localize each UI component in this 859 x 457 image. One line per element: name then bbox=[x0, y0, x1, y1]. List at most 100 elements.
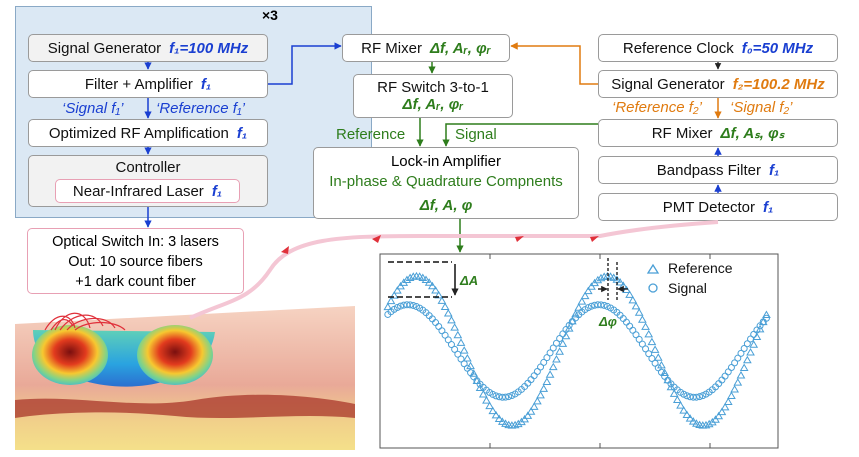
signal-point bbox=[502, 393, 510, 401]
reference-point bbox=[762, 310, 771, 319]
reference-point bbox=[615, 277, 625, 286]
reference-point bbox=[485, 401, 495, 410]
reference-point bbox=[558, 339, 568, 347]
rf-mixer-ref-label: RF Mixer bbox=[361, 39, 422, 57]
rf-switch-label: RF Switch 3-to-1 bbox=[377, 79, 489, 96]
reference-point bbox=[450, 323, 460, 331]
delta-a-label: ΔA bbox=[459, 273, 478, 288]
signal-point bbox=[584, 304, 592, 312]
reference-point bbox=[526, 407, 536, 415]
signal-point bbox=[543, 354, 551, 362]
reference-point bbox=[599, 272, 609, 280]
reference-point bbox=[548, 362, 558, 371]
signal-point bbox=[393, 303, 401, 311]
optimized-rf-amplification: Optimized RF Amplification f₁ bbox=[28, 119, 268, 147]
legend-reference-label: Reference bbox=[668, 260, 733, 276]
reference-clock: Reference Clock f₀=50 MHz bbox=[598, 34, 838, 62]
reference-point bbox=[555, 347, 565, 355]
reference-point bbox=[679, 406, 689, 414]
filter-amplifier-label: Filter + Amplifier bbox=[84, 75, 193, 93]
signal-generator-f2: Signal Generator f₂=100.2 MHz bbox=[598, 70, 838, 98]
signal-point bbox=[457, 355, 465, 363]
signal-point bbox=[537, 363, 545, 371]
blood-vessel bbox=[15, 394, 355, 418]
signal-point bbox=[635, 335, 643, 343]
signal-point bbox=[683, 392, 691, 400]
reference-point bbox=[437, 296, 447, 304]
reference-point bbox=[396, 281, 405, 290]
tissue-illustration bbox=[15, 306, 355, 450]
reference-point bbox=[720, 402, 730, 411]
signal-generator-f2-label: Signal Generator bbox=[611, 75, 725, 93]
signal-point bbox=[747, 335, 755, 343]
reference-point bbox=[488, 406, 498, 415]
signal-point bbox=[642, 345, 650, 353]
reference-point bbox=[650, 345, 660, 353]
legend-signal-label: Signal bbox=[668, 280, 707, 296]
signal-point bbox=[492, 392, 500, 400]
reference-point bbox=[672, 395, 682, 404]
reference-point bbox=[749, 340, 759, 348]
signal-point bbox=[734, 354, 742, 362]
reference-point bbox=[593, 275, 603, 284]
fiber-path bbox=[189, 220, 719, 320]
reference-point bbox=[577, 297, 587, 305]
reference-point bbox=[459, 346, 469, 354]
reference-point bbox=[587, 282, 596, 290]
reference-point bbox=[453, 330, 463, 339]
filter-amplifier: Filter + Amplifier f₁ bbox=[28, 70, 268, 98]
reference-point bbox=[682, 410, 692, 418]
signal-point bbox=[546, 349, 554, 357]
reference-point bbox=[462, 353, 472, 362]
reference-point bbox=[746, 348, 755, 356]
lock-in-amplifier: Lock-in Amplifier In-phase & Quadrature … bbox=[313, 147, 579, 219]
chart-frame bbox=[379, 253, 779, 449]
rf-switch-params: Δf, Aᵣ, φᵣ bbox=[402, 96, 464, 113]
laser-label: Near-Infrared Laser bbox=[72, 182, 204, 200]
reference-point bbox=[634, 308, 644, 316]
sensitivity-hotspot-left bbox=[32, 325, 108, 385]
signal-point bbox=[632, 331, 640, 339]
reference-point bbox=[676, 401, 685, 409]
reference-point bbox=[628, 295, 638, 304]
reference-point bbox=[609, 273, 619, 281]
reference-point bbox=[736, 370, 746, 379]
reference-point bbox=[733, 378, 743, 386]
reference-point bbox=[723, 397, 733, 405]
fiber-arrows bbox=[281, 235, 599, 254]
signal-input-label: Signal bbox=[455, 126, 497, 143]
reference-point bbox=[386, 296, 396, 305]
signal-point bbox=[460, 360, 468, 368]
reference-point bbox=[497, 417, 507, 425]
legend-reference-marker bbox=[646, 263, 660, 274]
reference-point bbox=[510, 420, 520, 429]
reference-point bbox=[456, 338, 466, 346]
multiplier-label: ×3 bbox=[262, 7, 278, 23]
reference-point bbox=[494, 414, 504, 422]
photon-paths bbox=[44, 312, 126, 331]
signal-point bbox=[597, 301, 605, 309]
signal-point bbox=[409, 301, 417, 309]
signal-f2-label: ‘Signal f₂’ bbox=[730, 99, 793, 116]
reference-point bbox=[574, 303, 584, 311]
reference-input-label: Reference bbox=[336, 126, 406, 143]
reference-point bbox=[475, 383, 485, 391]
signal-point bbox=[451, 345, 459, 353]
reference-clock-freq: f₀=50 MHz bbox=[741, 39, 814, 57]
signal-generator-label: Signal Generator bbox=[47, 39, 162, 57]
reference-point bbox=[647, 337, 657, 346]
reference-point bbox=[644, 329, 654, 338]
signal-point bbox=[727, 363, 735, 371]
reference-point bbox=[542, 377, 552, 385]
signal-point bbox=[740, 345, 748, 353]
legend-signal-marker bbox=[648, 283, 658, 293]
reference-point bbox=[440, 302, 450, 310]
chart-legend: Reference Signal bbox=[646, 260, 733, 296]
reference-f1-label: ‘Reference f₁’ bbox=[156, 100, 245, 117]
reference-point bbox=[701, 420, 711, 429]
lockin-subtitle: In-phase & Quadrature Compnents bbox=[329, 173, 563, 190]
reference-point bbox=[714, 411, 724, 420]
signal-point bbox=[406, 301, 414, 309]
reference-point bbox=[596, 273, 606, 282]
signal-point bbox=[454, 350, 462, 358]
